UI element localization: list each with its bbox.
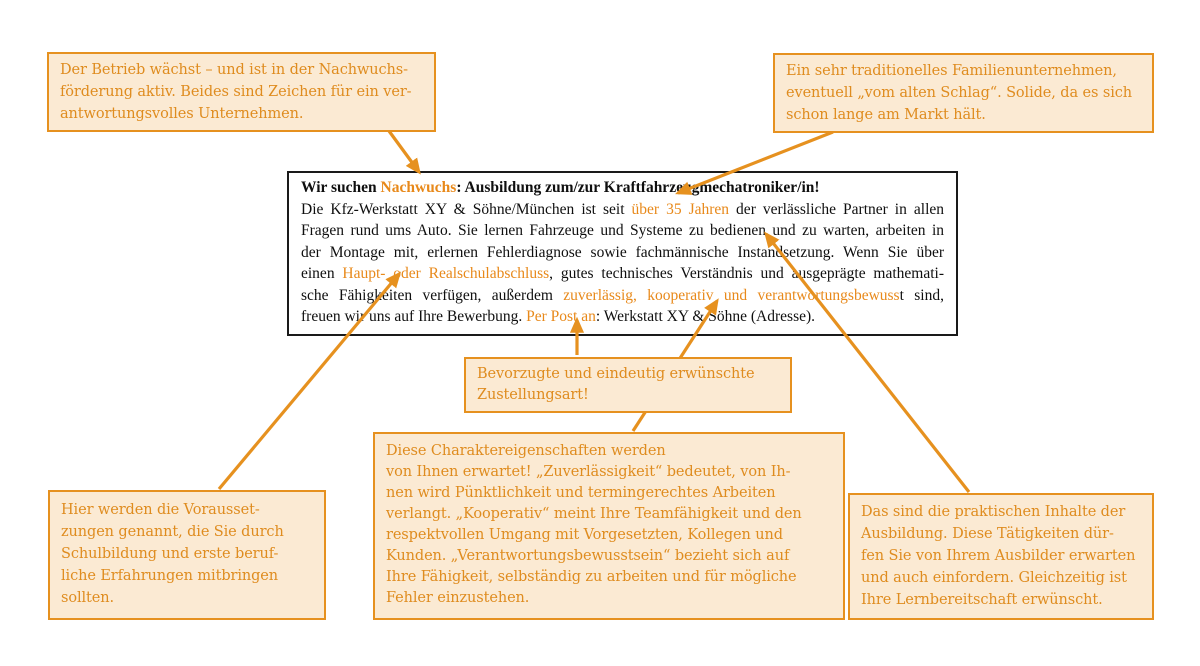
ad-text-segment: Fragen rund ums Auto. Sie lernen Fahrzeu… — [301, 222, 944, 239]
ad-highlighted-phrase: Nachwuchs — [380, 179, 457, 196]
ad-line: freuen wir uns auf Ihre Bewerbung. Per P… — [301, 306, 944, 328]
callout-tradition-note: Ein sehr traditionelles Familienunterneh… — [773, 53, 1154, 133]
ad-text-segment: Die Kfz-Werkstatt XY & Söhne/München ist… — [301, 200, 632, 218]
ad-text-segment: : Ausbildung zum/zur Kraftfahrzeugmechat… — [456, 179, 820, 196]
callout-training-content-note: Das sind die praktischen Inhalte der Aus… — [848, 493, 1154, 620]
ad-line: einen Haupt- oder Realschulabschluss, gu… — [301, 263, 944, 285]
ad-line: Fragen rund ums Auto. Sie lernen Fahrzeu… — [301, 220, 944, 242]
ad-text-segment: t sind, — [899, 286, 944, 304]
arrow-growth-to-nachwuchs-icon — [387, 130, 421, 175]
ad-text-segment: der verlässliche Partner in allen — [729, 200, 945, 218]
ad-text-segment: , gutes technisches Verständnis und ausg… — [549, 265, 944, 282]
ad-text-segment: Wir suchen — [301, 179, 381, 196]
ad-text-segment: der Montage mit, erlernen Fehlerdiagnose… — [301, 243, 944, 261]
ad-highlighted-phrase: Haupt- oder Realschulabschluss — [342, 265, 550, 282]
ad-text-segment: einen — [301, 265, 343, 282]
ad-text-segment: : Werkstatt XY & Söhne (Adresse). — [595, 308, 816, 325]
ad-highlighted-phrase: über 35 Jahren — [631, 200, 730, 218]
ad-text-segment: sche Fähigkeiten verfügen, außerdem — [301, 286, 564, 304]
callout-growth-note: Der Betrieb wächst – und ist in der Nach… — [47, 52, 436, 132]
ad-line: sche Fähigkeiten verfügen, außerdem zuve… — [301, 285, 944, 307]
callout-character-traits-note: Diese Charaktereigenschaften werden von … — [373, 432, 845, 620]
ad-line: der Montage mit, erlernen Fehlerdiagnose… — [301, 242, 944, 264]
ad-line: Die Kfz-Werkstatt XY & Söhne/München ist… — [301, 199, 944, 221]
ad-highlighted-phrase: zuverlässig, kooperativ und verantwortun… — [563, 286, 900, 304]
job-ad-text-box: Wir suchen Nachwuchs: Ausbildung zum/zur… — [287, 171, 958, 336]
ad-text-segment: freuen wir uns auf Ihre Bewerbung. — [301, 308, 527, 325]
callout-delivery-note: Bevorzugte und eindeutig erwünschte Zust… — [464, 357, 792, 413]
ad-line: Wir suchen Nachwuchs: Ausbildung zum/zur… — [301, 177, 944, 199]
callout-requirements-note: Hier werden die Vorausset- zungen genann… — [48, 490, 326, 620]
ad-highlighted-phrase: Per Post an — [526, 308, 596, 325]
